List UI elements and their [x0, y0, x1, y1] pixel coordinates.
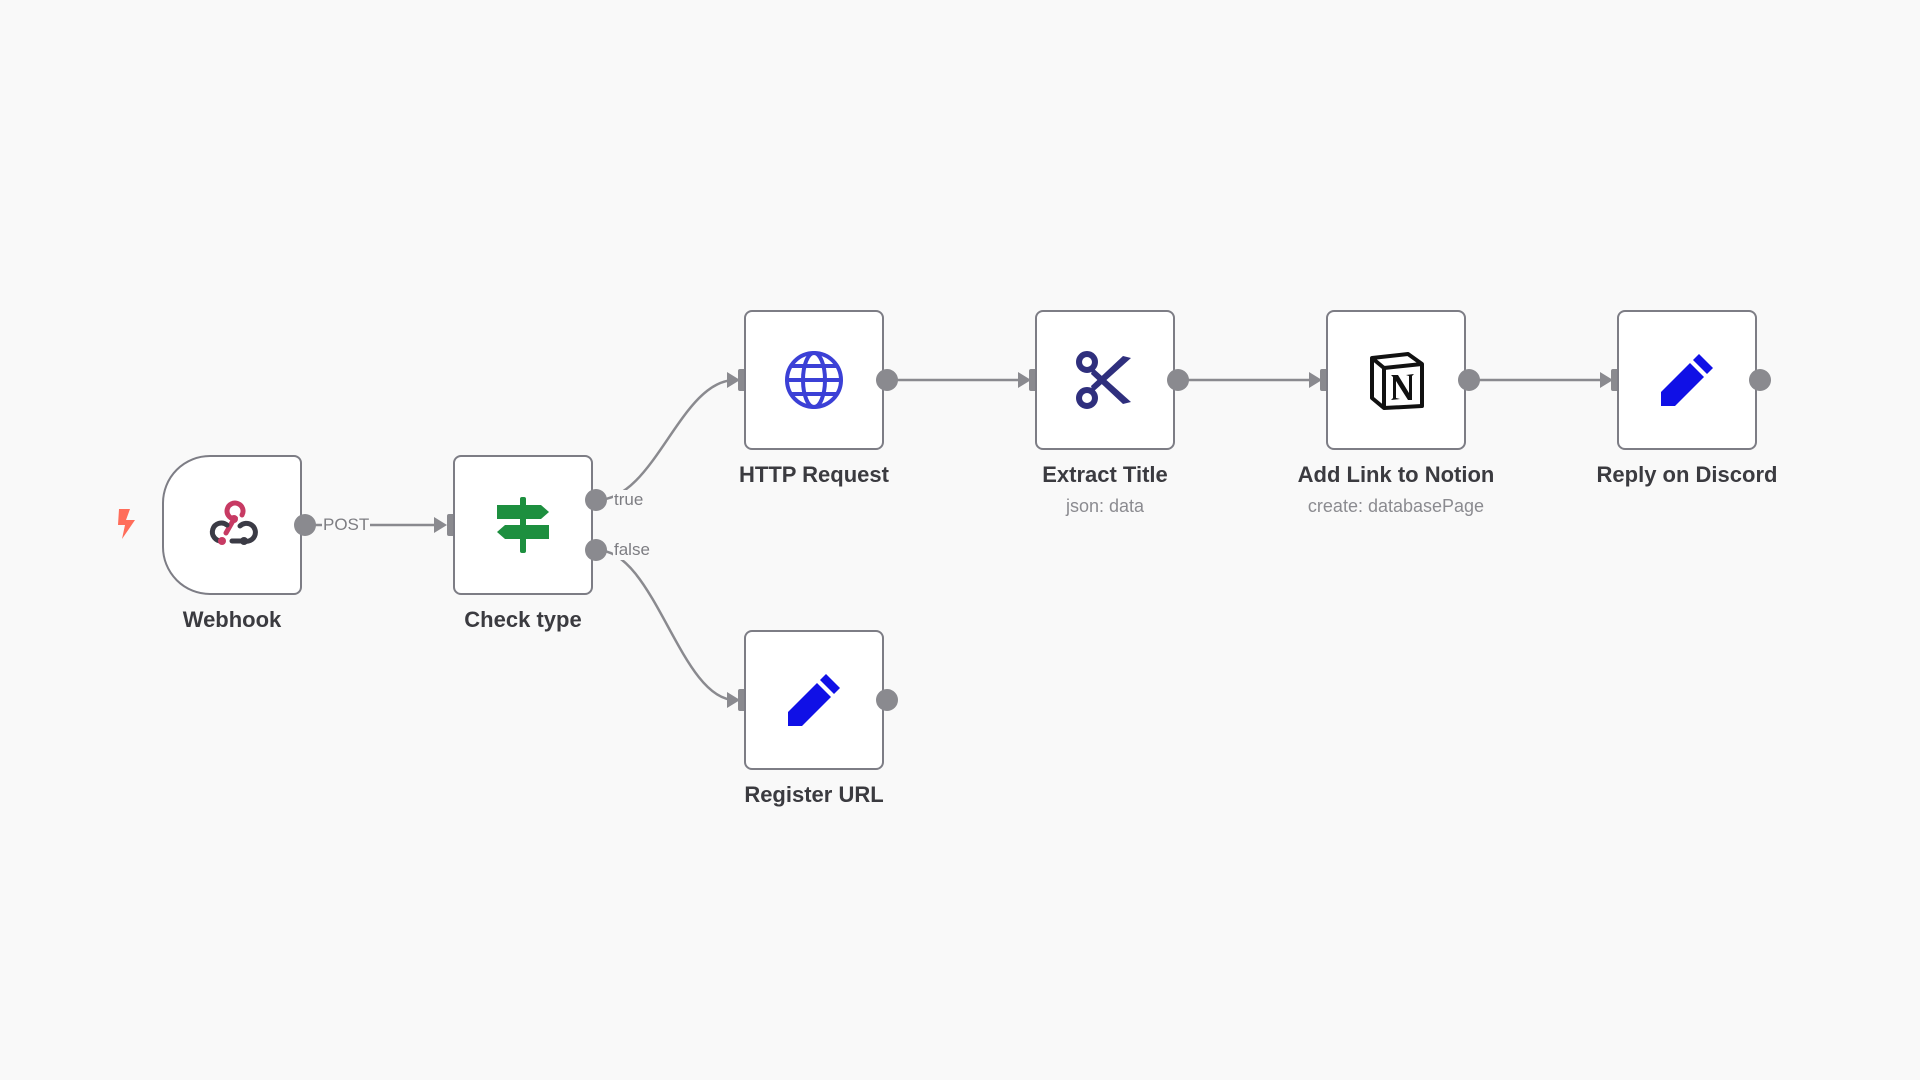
node-title-check-type: Check type	[464, 607, 582, 632]
node-subtitle-add-link-notion: create: databasePage	[1307, 496, 1485, 516]
notion-icon	[1370, 352, 1424, 410]
node-extract-title[interactable]	[1035, 310, 1175, 450]
input-handle-register-url[interactable]	[738, 689, 746, 711]
lightning-bolt-icon	[118, 509, 135, 539]
node-reply-discord[interactable]	[1617, 310, 1757, 450]
input-handle-http-request[interactable]	[738, 369, 746, 391]
output-handle-check-true[interactable]	[585, 489, 607, 511]
webhook-icon	[209, 500, 258, 545]
node-title-reply-discord: Reply on Discord	[1596, 462, 1778, 487]
node-register-url[interactable]	[744, 630, 884, 770]
node-title-add-link-notion: Add Link to Notion	[1297, 462, 1495, 487]
node-add-link-notion[interactable]	[1326, 310, 1466, 450]
node-title-register-url: Register URL	[744, 782, 884, 807]
input-handle-reply-discord[interactable]	[1611, 369, 1619, 391]
output-handle-reply-discord[interactable]	[1749, 369, 1771, 391]
output-handle-register-url[interactable]	[876, 689, 898, 711]
edge-label-true: true	[613, 490, 645, 510]
node-http-request[interactable]	[744, 310, 884, 450]
output-handle-add-link-notion[interactable]	[1458, 369, 1480, 391]
arrow-http-in	[727, 372, 740, 388]
input-handle-extract-title[interactable]	[1029, 369, 1037, 391]
arrow-extract-in	[1018, 372, 1031, 388]
output-handle-http-request[interactable]	[876, 369, 898, 391]
input-handle-add-link-notion[interactable]	[1320, 369, 1328, 391]
scissors-icon	[1076, 351, 1131, 409]
edge-label-post: POST	[322, 515, 371, 535]
node-check-type[interactable]	[453, 455, 593, 595]
pencil-icon	[1661, 354, 1713, 406]
arrow-discord-in	[1600, 372, 1613, 388]
node-webhook[interactable]	[162, 455, 302, 595]
output-handle-check-false[interactable]	[585, 539, 607, 561]
node-title-extract-title: Extract Title	[1042, 462, 1168, 487]
node-title-webhook: Webhook	[182, 607, 282, 632]
arrow-check-in	[434, 517, 447, 533]
node-subtitle-extract-title: json: data	[1065, 496, 1145, 516]
pencil-icon	[788, 674, 840, 726]
output-handle-extract-title[interactable]	[1167, 369, 1189, 391]
output-handle-webhook[interactable]	[294, 514, 316, 536]
edge-label-false: false	[613, 540, 651, 560]
arrow-notion-in	[1309, 372, 1322, 388]
arrow-register-in	[727, 692, 740, 708]
globe-icon	[785, 351, 843, 409]
signpost-icon	[497, 497, 549, 553]
node-title-http-request: HTTP Request	[739, 462, 889, 487]
input-handle-check-type[interactable]	[447, 514, 455, 536]
